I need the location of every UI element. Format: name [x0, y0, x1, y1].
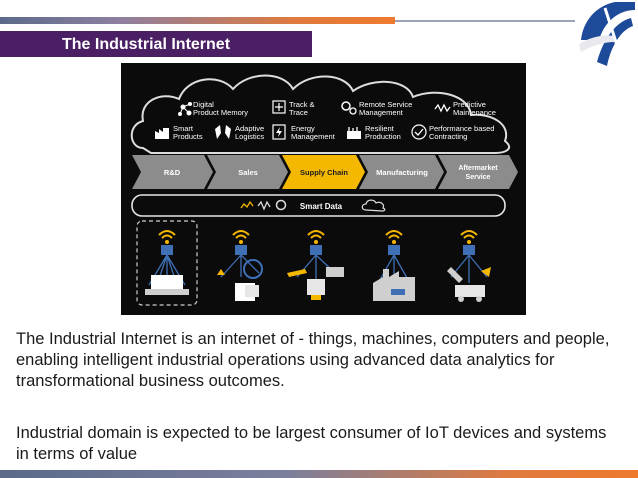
smart-data-bar: Smart Data — [132, 195, 505, 216]
device-manufacturing — [373, 231, 415, 301]
cloud-icon — [362, 200, 385, 211]
slide-title: The Industrial Internet — [62, 36, 230, 54]
gears-icon — [277, 201, 286, 210]
chevron-label-line2: Service — [466, 174, 491, 181]
energy-icon — [273, 125, 285, 139]
chevron-label: Sales — [238, 168, 258, 177]
handshake-icon — [412, 125, 426, 139]
hands-icon — [215, 125, 231, 139]
cloud-item-line2: Contracting — [429, 132, 467, 141]
chevron-aftermarket — [438, 155, 518, 189]
factory-icon — [373, 245, 415, 301]
wave-icon — [258, 202, 270, 209]
chevron-label: Supply Chain — [300, 168, 348, 177]
cloud-item-line2: Maintenance — [453, 108, 496, 117]
cloud-item-line2: Trace — [289, 108, 308, 117]
diagram-canvas: Digital Product Memory Track & Trace Rem… — [121, 63, 526, 315]
cloud-item-adaptive-logistics: Adaptive Logistics — [215, 124, 264, 141]
cloud-item-line2: Production — [365, 132, 401, 141]
university-logo — [575, 0, 638, 70]
top-accent-bar — [0, 17, 395, 24]
cloud-item-remote-service: Remote Service Management — [342, 100, 412, 117]
production-icon — [347, 127, 361, 139]
cloud-item-track-trace: Track & Trace — [273, 100, 315, 117]
cloud-item-performance-contracting: Performance based Contracting — [412, 124, 494, 141]
industrial-internet-diagram: Digital Product Memory Track & Trace Rem… — [121, 63, 526, 315]
truck-plane-icon — [287, 245, 344, 300]
device-sales — [217, 231, 262, 301]
paragraph-industrial-domain: Industrial domain is expected to be larg… — [16, 423, 616, 465]
cloud-item-energy-management: Energy Management — [273, 124, 336, 141]
device-aftermarket — [447, 231, 491, 302]
chart-icon — [241, 202, 253, 208]
gears-icon — [342, 102, 356, 114]
wifi-icon — [233, 231, 249, 244]
wifi-icon — [386, 231, 402, 244]
crosshair-icon — [273, 101, 285, 113]
lab-icon — [145, 245, 189, 295]
smart-data-label: Smart Data — [300, 202, 343, 211]
cloud-item-line2: Logistics — [235, 132, 264, 141]
cloud-item-line2: Product Memory — [193, 108, 248, 117]
cloud-item-line2: Management — [359, 108, 404, 117]
top-accent-line — [395, 20, 575, 22]
molecule-icon — [178, 102, 192, 116]
chevron-label: Manufacturing — [376, 168, 428, 177]
paragraph-definition: The Industrial Internet is an internet o… — [16, 329, 616, 392]
wifi-icon — [159, 231, 175, 244]
wrench-truck-icon — [447, 245, 491, 302]
cloud-item-smart-products: Smart Products — [155, 124, 203, 141]
cloud-item-predictive-maintenance: Predictive Maintenance — [435, 100, 496, 117]
wifi-icon — [461, 231, 477, 244]
sales-icon — [217, 245, 262, 301]
device-rnd — [137, 221, 197, 305]
cloud-item-resilient-production: Resilient Production — [347, 124, 401, 141]
cloud-item-digital-product-memory: Digital Product Memory — [178, 100, 248, 117]
chevron-label-line1: Aftermarket — [458, 165, 498, 172]
wifi-icon — [308, 231, 324, 244]
factory-icon — [155, 128, 169, 139]
device-supply-chain — [287, 231, 344, 300]
wave-icon — [435, 105, 450, 111]
bottom-accent-bar — [0, 470, 638, 478]
cloud-item-line2: Management — [291, 132, 336, 141]
value-chain: R&D Sales Supply Chain Manufacturing Aft… — [132, 155, 518, 189]
cloud-item-line2: Products — [173, 132, 203, 141]
chevron-label: R&D — [164, 168, 181, 177]
